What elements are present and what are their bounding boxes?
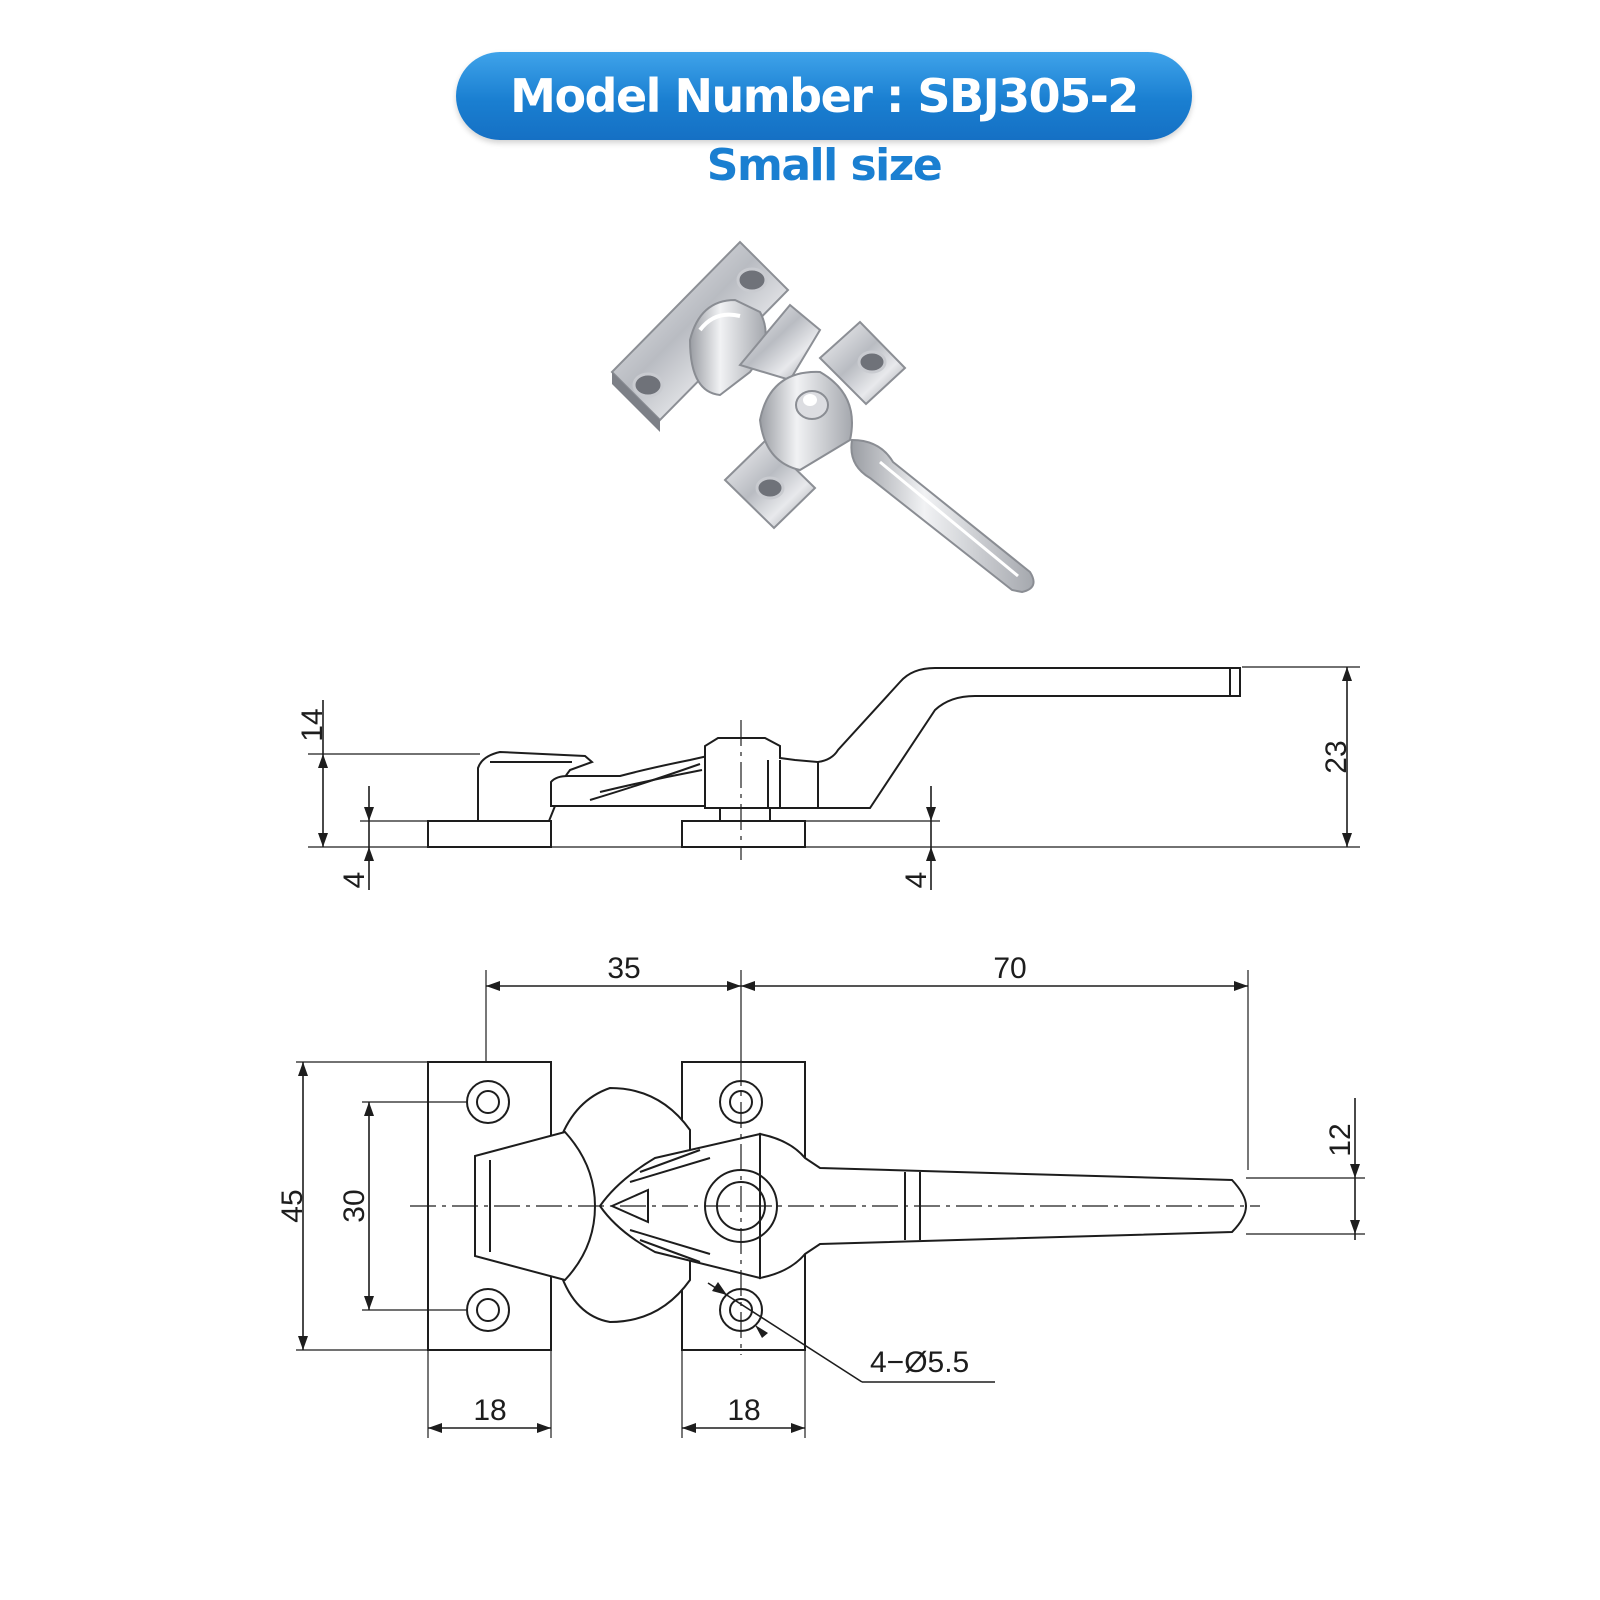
hole-callout: 4−Ø5.5 [870, 1346, 969, 1379]
size-subtitle: Small size [706, 140, 943, 191]
dim-right-base-thickness: 4 [900, 872, 933, 889]
mount-hole [466, 1288, 510, 1332]
dim-lever-height: 14 [296, 708, 329, 741]
dim-hole-spacing: 35 [607, 952, 640, 985]
dim-handle-length: 70 [993, 952, 1026, 985]
dim-overall-width: 45 [276, 1189, 309, 1222]
model-number-banner: Model Number : SBJ305-2 [456, 52, 1192, 140]
dim-right-plate-width: 18 [727, 1394, 760, 1427]
model-number-title: Model Number : SBJ305-2 [510, 69, 1139, 123]
top-view-drawing: 35 70 [276, 952, 1365, 1438]
mount-hole [466, 1080, 510, 1124]
dim-total-height: 23 [1320, 740, 1353, 773]
dim-handle-width: 12 [1324, 1123, 1357, 1156]
side-view-drawing: 14 4 4 23 [296, 666, 1360, 890]
latch-photo-icon [610, 240, 1035, 594]
dim-left-plate-width: 18 [473, 1394, 506, 1427]
dim-hole-vertical-spacing: 30 [338, 1189, 371, 1222]
dim-left-base-thickness: 4 [338, 872, 371, 889]
